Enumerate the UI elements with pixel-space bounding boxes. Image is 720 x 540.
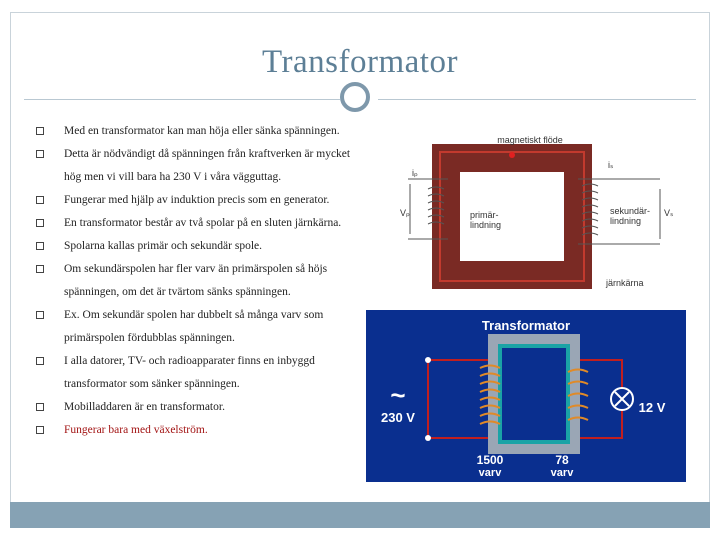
bullet-box-icon (36, 127, 44, 135)
bullet-box-icon (36, 311, 44, 319)
vs-label: Vₛ (664, 208, 673, 218)
terminal-dots (425, 357, 431, 441)
bullet-text: Detta är nödvändigt då spänningen från k… (64, 148, 351, 183)
bullet-text: Om sekundärspolen har fler varv än primä… (64, 263, 328, 298)
is-label: iₛ (608, 160, 613, 170)
transformator-illustration-svg: Transformator ~ 230 V 12 V 1500 varv 78 … (366, 310, 686, 482)
bullet-item: Ex. Om sekundär spolen har dubbelt så må… (36, 304, 366, 350)
bullet-text: I alla datorer, TV- och radioapparater f… (64, 355, 315, 390)
bullet-item: Med en transformator kan man höja eller … (36, 120, 366, 143)
illustration-title: Transformator (482, 318, 570, 333)
bullet-box-icon (36, 403, 44, 411)
bullet-item: En transformator består av två spolar på… (36, 212, 366, 235)
transformer-core-svg: magnetiskt flöde iₚ iₛ Vₚ Vₛ primär- lin… (400, 135, 673, 289)
secondary-label: sekundär- (610, 206, 650, 216)
bullet-item: Spolarna kallas primär och sekundär spol… (36, 235, 366, 258)
bullet-item: Mobilladdaren är en transformator. (36, 396, 366, 419)
footer-bar (10, 502, 710, 528)
primary-coil (408, 178, 448, 240)
transformator-illustration: Transformator ~ 230 V 12 V 1500 varv 78 … (366, 310, 686, 482)
secondary-turns-label: 78 (555, 453, 569, 467)
bullet-box-icon (36, 196, 44, 204)
primary-unit-label: varv (479, 467, 503, 479)
title-divider-right (378, 99, 696, 100)
transformer-core-diagram: magnetiskt flöde iₚ iₛ Vₚ Vₛ primär- lin… (398, 134, 688, 294)
output-voltage-label: 12 V (639, 400, 666, 415)
bullet-item: Om sekundärspolen har fler varv än primä… (36, 258, 366, 304)
lamp-cross-icon (614, 391, 630, 407)
bullet-box-icon (36, 242, 44, 250)
illustration-core-highlight (498, 344, 570, 444)
bullet-list: Med en transformator kan man höja eller … (36, 120, 366, 442)
primary-coil-illustration (479, 364, 501, 425)
bullet-box-icon (36, 150, 44, 158)
bullet-text: Fungerar bara med växelström. (64, 424, 208, 436)
primary-label-2: lindning (470, 220, 501, 230)
bullet-text: Fungerar med hjälp av induktion precis s… (64, 194, 330, 206)
illustration-wires (427, 359, 623, 439)
bullet-box-icon (36, 219, 44, 227)
bullet-text: En transformator består av två spolar på… (64, 217, 342, 229)
ip-label: iₚ (412, 168, 418, 178)
slide-title: Transformator (262, 44, 458, 80)
secondary-unit-label: varv (551, 467, 575, 479)
lamp-icon (610, 387, 634, 411)
title-ornament-circle (340, 82, 370, 112)
bullet-text: Med en transformator kan man höja eller … (64, 125, 340, 137)
bullet-item: I alla datorer, TV- och radioapparater f… (36, 350, 366, 396)
core-label: järnkärna (605, 278, 644, 288)
flux-marker (509, 152, 515, 158)
secondary-coil (578, 178, 661, 245)
secondary-coil-illustration (567, 368, 589, 421)
bullet-box-icon (36, 426, 44, 434)
bullet-item: Detta är nödvändigt då spänningen från k… (36, 143, 366, 189)
ac-symbol-icon: ~ (390, 380, 405, 410)
input-voltage-label: 230 V (381, 410, 415, 425)
magnetic-flux-label: magnetiskt flöde (497, 135, 563, 145)
iron-core-window (460, 172, 564, 261)
bullet-text: Spolarna kallas primär och sekundär spol… (64, 240, 262, 252)
bullet-text: Ex. Om sekundär spolen har dubbelt så må… (64, 309, 324, 344)
bullet-text: Mobilladdaren är en transformator. (64, 401, 225, 413)
primary-label: primär- (470, 210, 499, 220)
bullet-item: Fungerar med hjälp av induktion precis s… (36, 189, 366, 212)
vp-label: Vₚ (400, 208, 410, 218)
bullet-item-highlight: Fungerar bara med växelström. (36, 419, 366, 442)
bullet-box-icon (36, 265, 44, 273)
primary-turns-label: 1500 (477, 453, 504, 467)
bullet-box-icon (36, 357, 44, 365)
secondary-label-2: lindning (610, 216, 641, 226)
title-divider-left (24, 99, 340, 100)
